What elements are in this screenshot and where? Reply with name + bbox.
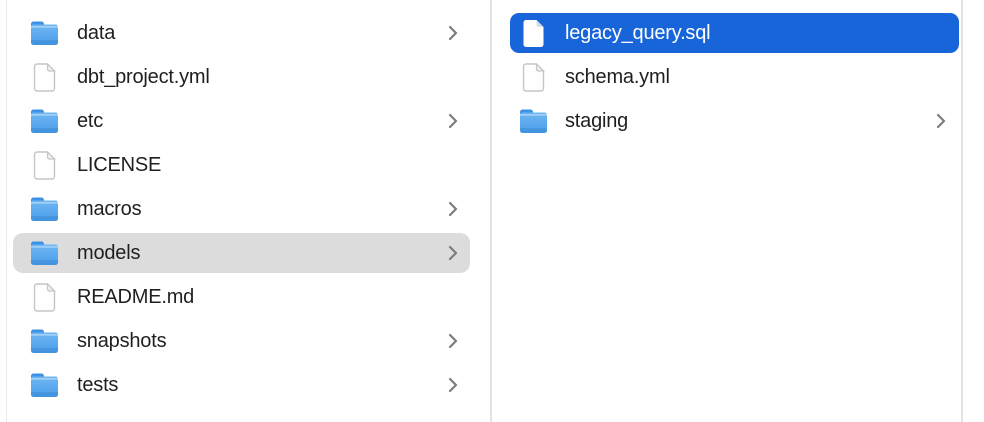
column-divider[interactable] [961, 0, 963, 422]
file-label: etc [77, 109, 104, 132]
chevron-right-icon [448, 201, 458, 217]
finder-column-2: legacy_query.sql schema.yml staging [492, 11, 962, 143]
chevron-right-icon [448, 113, 458, 129]
chevron-right-icon [448, 377, 458, 393]
folder-icon [29, 326, 59, 356]
selection-highlight [13, 233, 470, 273]
file-label: README.md [77, 285, 195, 308]
file-label: staging [565, 109, 629, 132]
file-row-dbt_project.yml[interactable]: dbt_project.yml [7, 55, 491, 99]
file-label: macros [77, 197, 142, 220]
file-label: snapshots [77, 329, 167, 352]
file-label: models [77, 241, 141, 264]
file-row-tests[interactable]: tests [7, 363, 491, 407]
file-row-etc[interactable]: etc [7, 99, 491, 143]
file-row-models[interactable]: models [7, 231, 491, 275]
file-row-LICENSE[interactable]: LICENSE [7, 143, 491, 187]
file-label: legacy_query.sql [565, 21, 711, 44]
file-label: LICENSE [77, 153, 162, 176]
chevron-right-icon [936, 113, 946, 129]
file-label: tests [77, 373, 119, 396]
folder-icon [29, 194, 59, 224]
chevron-right-icon [448, 245, 458, 261]
document-icon [29, 282, 59, 312]
column-divider[interactable] [490, 0, 492, 422]
file-row-README.md[interactable]: README.md [7, 275, 491, 319]
document-icon [29, 62, 59, 92]
document-icon [518, 18, 548, 48]
chevron-right-icon [448, 333, 458, 349]
file-row-data[interactable]: data [7, 11, 491, 55]
file-row-macros[interactable]: macros [7, 187, 491, 231]
file-row-legacy_query.sql[interactable]: legacy_query.sql [492, 11, 962, 55]
file-label: dbt_project.yml [77, 65, 210, 88]
document-icon [518, 62, 548, 92]
file-label: data [77, 21, 116, 44]
document-icon [29, 150, 59, 180]
file-row-snapshots[interactable]: snapshots [7, 319, 491, 363]
folder-icon [29, 370, 59, 400]
selection-highlight [510, 13, 959, 53]
chevron-right-icon [448, 25, 458, 41]
file-row-schema.yml[interactable]: schema.yml [492, 55, 962, 99]
file-label: schema.yml [565, 65, 670, 88]
left-edge-line [6, 0, 7, 422]
folder-icon [29, 106, 59, 136]
folder-icon [29, 18, 59, 48]
folder-icon [518, 106, 548, 136]
folder-icon [29, 238, 59, 268]
file-row-staging[interactable]: staging [492, 99, 962, 143]
